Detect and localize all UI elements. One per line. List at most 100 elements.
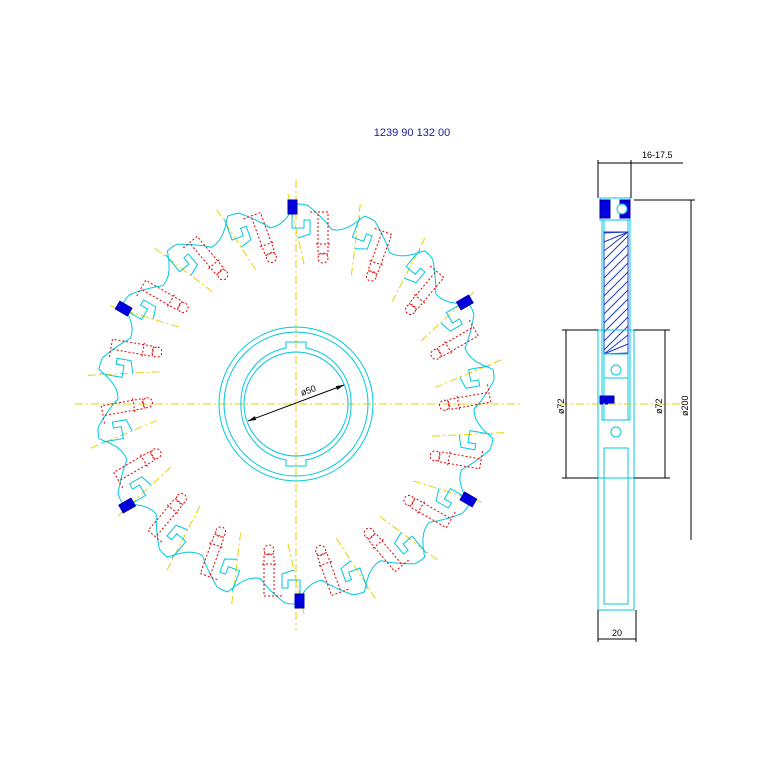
insert-seat — [165, 253, 199, 276]
tooth-12 — [147, 492, 201, 571]
screw-tip — [430, 348, 442, 360]
hatch-line — [603, 231, 629, 252]
hub-diameter-left-label: ø72 — [556, 398, 566, 414]
side-shaft — [597, 477, 635, 611]
side-hub-screw-1 — [610, 364, 622, 376]
screw-tip — [315, 544, 327, 556]
tooth-centerline — [231, 532, 242, 605]
tooth-10 — [262, 543, 305, 615]
screw-tip — [175, 492, 187, 504]
insert-seat — [224, 219, 252, 248]
insert-seat — [122, 299, 157, 321]
tooth-centerline — [432, 432, 505, 437]
side-insert-screw — [616, 203, 628, 215]
tooth-17 — [154, 235, 229, 293]
tooth-3 — [391, 237, 445, 316]
clamp-screw — [437, 451, 484, 470]
hatch-line — [603, 307, 629, 333]
clamp-screw — [147, 497, 184, 543]
screw-tip — [403, 494, 415, 506]
clamp-screw — [243, 211, 276, 257]
clamp-screw — [136, 279, 183, 311]
screw-tip — [429, 450, 441, 462]
tooth-centerline — [216, 209, 257, 270]
side-insert-left — [599, 199, 611, 219]
screw-tip — [142, 397, 154, 409]
insert-seat — [393, 532, 427, 555]
tooth-1 — [287, 193, 330, 265]
hub-inner-circle — [223, 331, 369, 477]
tooth-centerline — [391, 237, 426, 303]
hub-outer-circle — [218, 326, 374, 482]
carbide-insert — [294, 593, 305, 609]
hatch-line — [603, 231, 629, 234]
hatch-line — [603, 235, 629, 261]
hatch-line — [603, 289, 629, 315]
tooth-centerline — [379, 515, 438, 561]
hatch-line — [603, 316, 629, 342]
drawing-number-title: 1239 90 132 00 — [374, 127, 450, 139]
carbide-insert — [287, 199, 298, 215]
hatch-line — [603, 280, 629, 306]
insert-seat — [100, 357, 134, 378]
tooth-8 — [363, 515, 438, 573]
screw-tip — [363, 527, 375, 539]
carbide-insert — [118, 497, 137, 514]
bore-dimension-line — [247, 384, 345, 422]
carbide-insert — [114, 300, 133, 317]
carbide-insert — [455, 294, 474, 311]
screw-tip — [265, 252, 277, 264]
insert-seat — [291, 206, 311, 239]
side-hub-insert — [599, 395, 615, 405]
tooth-centerline — [435, 359, 502, 389]
hatch-line — [603, 262, 629, 288]
insert-seat — [459, 365, 491, 389]
bore-circle — [243, 351, 349, 457]
tooth-centerline — [350, 203, 361, 276]
tooth-9 — [315, 538, 376, 599]
tooth-2 — [350, 203, 393, 282]
screw-tip — [263, 544, 275, 556]
hatch-line — [603, 231, 629, 243]
side-shaft-inner — [603, 447, 629, 605]
clamp-screw — [310, 211, 330, 255]
tooth-15 — [87, 338, 163, 378]
tooth-18 — [216, 209, 277, 270]
insert-seat — [340, 560, 368, 589]
side-hub-screw-2 — [610, 426, 622, 438]
tooth-centerline — [335, 538, 376, 599]
tooth-16 — [109, 279, 189, 328]
screw-tip — [405, 304, 417, 316]
clamp-screw — [100, 397, 146, 424]
clamp-screw — [316, 551, 349, 597]
hatch-line — [603, 334, 629, 355]
screw-tip — [317, 252, 329, 264]
tooth-4 — [420, 291, 479, 360]
insert-seat — [101, 419, 133, 443]
width-range-label: 16-17.5 — [642, 150, 673, 160]
clamp-screw — [408, 265, 445, 311]
tooth-centerline — [413, 480, 483, 503]
tooth-centerline — [154, 247, 213, 293]
clamp-screw — [113, 450, 156, 489]
insert-seat — [166, 524, 188, 559]
tooth-centerline — [166, 505, 201, 571]
side-view: 16-17.5 ø72 ø72 — [556, 150, 695, 642]
hatch-lines — [603, 231, 629, 355]
hatch-line — [603, 244, 629, 270]
insert-seat — [126, 476, 152, 507]
tooth-11 — [199, 526, 242, 605]
hatch-line — [603, 343, 629, 355]
bore-diameter-label: ø50 — [299, 383, 317, 398]
hatch-line — [603, 271, 629, 297]
clamp-screw — [409, 497, 456, 529]
tooth-6 — [429, 430, 505, 470]
bore-arrow-right — [336, 385, 344, 390]
screw-tip — [177, 302, 189, 314]
side-blade-body — [601, 219, 631, 421]
screw-tip — [215, 526, 227, 538]
clamp-screw — [182, 235, 225, 276]
hatch-line — [603, 298, 629, 324]
clamp-screw — [262, 553, 282, 597]
